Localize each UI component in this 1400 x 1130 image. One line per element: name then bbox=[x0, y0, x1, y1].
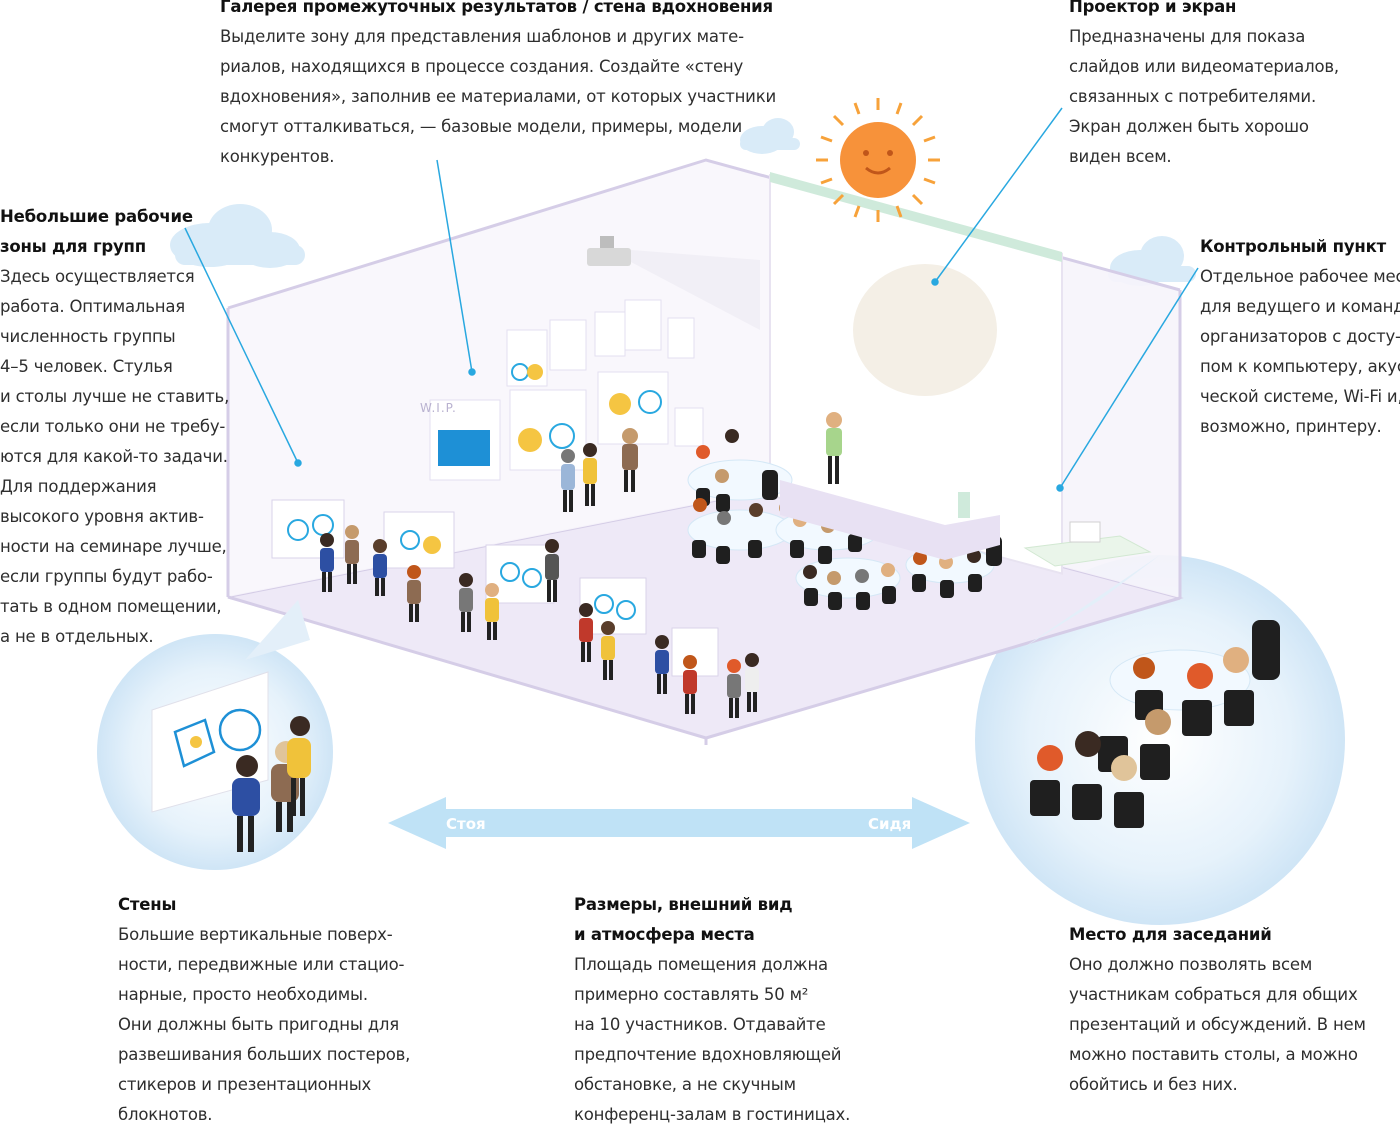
size-text-line: примерно составлять 50 м² bbox=[574, 985, 809, 1004]
groups-text-line: численность группы bbox=[0, 327, 176, 346]
size-text-line: Площадь помещения должна bbox=[574, 955, 828, 974]
standing-label: Стоя bbox=[446, 815, 486, 833]
walls-annotation: Стены Большие вертикальные поверх- ности… bbox=[118, 890, 410, 1130]
walls-text-line: стикеров и презентационных bbox=[118, 1075, 372, 1094]
meeting-text-line: можно поставить столы, а можно bbox=[1069, 1045, 1358, 1064]
projected-light bbox=[853, 264, 997, 396]
leader-lines bbox=[184, 107, 1199, 492]
walls-detail-scene bbox=[151, 671, 311, 852]
groups-text-line: если группы будут рабо- bbox=[0, 567, 213, 586]
walls-text-line: Они должны быть пригодны для bbox=[118, 1015, 399, 1034]
sun-icon bbox=[816, 98, 940, 222]
sitting-label: Сидя bbox=[868, 815, 911, 833]
walls-text-line: Большие вертикальные поверх- bbox=[118, 925, 393, 944]
screen-top-bar bbox=[770, 172, 1062, 262]
size-text-line: предпочтение вдохновляющей bbox=[574, 1045, 842, 1064]
meeting-title: Место для заседаний bbox=[1069, 925, 1272, 944]
control-text-line: Отдельное рабочее место bbox=[1200, 267, 1400, 286]
projector-title: Проектор и экран bbox=[1069, 0, 1237, 16]
projector-text-line: Предназначены для показа bbox=[1069, 27, 1306, 46]
cloud-icon bbox=[170, 204, 305, 268]
control-desk bbox=[958, 492, 1152, 567]
meeting-annotation: Место для заседаний Оно должно позволять… bbox=[1069, 920, 1366, 1100]
control-title: Контрольный пункт bbox=[1200, 237, 1386, 256]
size-text-line: на 10 участников. Отдавайте bbox=[574, 1015, 826, 1034]
size-annotation: Размеры, внешний вид и атмосфера места П… bbox=[574, 890, 850, 1130]
standing-sitting-arrow[interactable]: Стоя Сидя bbox=[388, 797, 970, 849]
groups-text-line: а не в отдельных. bbox=[0, 627, 154, 646]
groups-text-line: и столы лучше не ставить, bbox=[0, 387, 230, 406]
wall-posters: W.I.P. bbox=[420, 299, 704, 481]
wip-label: W.I.P. bbox=[420, 401, 457, 415]
groups-text-line: работа. Оптимальная bbox=[0, 297, 186, 316]
projector-text-line: связанных с потребителями. bbox=[1069, 87, 1317, 106]
projector-icon bbox=[587, 236, 760, 330]
groups-text-line: ности на семинаре лучше, bbox=[0, 537, 227, 556]
control-annotation: Контрольный пункт Отдельное рабочее мест… bbox=[1200, 232, 1400, 442]
projector-annotation: Проектор и экран Предназначены для показ… bbox=[1069, 0, 1339, 172]
groups-text-line: Для поддержания bbox=[0, 477, 157, 496]
walls-text-line: блокнотов. bbox=[118, 1105, 213, 1124]
size-title-line: и атмосфера места bbox=[574, 925, 755, 944]
projector-text-line: Экран должен быть хорошо bbox=[1069, 117, 1309, 136]
meeting-text-line: Оно должно позволять всем bbox=[1069, 955, 1313, 974]
gallery-text-line: Выделите зону для представления шаблонов… bbox=[220, 27, 744, 46]
gallery-text-line: смогут отталкиваться, — базовые модели, … bbox=[220, 117, 743, 136]
control-text-line: пом к компьютеру, акусти- bbox=[1200, 357, 1400, 376]
groups-title-line: зоны для групп bbox=[0, 237, 146, 256]
groups-text-line: высокого уровня актив- bbox=[0, 507, 204, 526]
meeting-text-line: презентаций и обсуждений. В нем bbox=[1069, 1015, 1366, 1034]
control-text-line: ческой системе, Wi-Fi и, bbox=[1200, 387, 1400, 406]
meeting-detail-scene bbox=[1030, 620, 1280, 828]
projector-text-line: слайдов или видеоматериалов, bbox=[1069, 57, 1339, 76]
walls-text-line: нарные, просто необходимы. bbox=[118, 985, 368, 1004]
groups-text-line: 4–5 человек. Стулья bbox=[0, 357, 173, 376]
size-title-line: Размеры, внешний вид bbox=[574, 895, 793, 914]
control-text-line: возможно, принтеру. bbox=[1200, 417, 1382, 436]
groups-annotation: Небольшие рабочие зоны для групп Здесь о… bbox=[0, 202, 229, 652]
walls-title: Стены bbox=[118, 895, 177, 914]
stage-platform bbox=[780, 480, 1000, 560]
gallery-annotation: Галерея промежуточных результатов / стен… bbox=[220, 0, 776, 172]
groups-text-line: Здесь осуществляется bbox=[0, 267, 195, 286]
control-text-line: для ведущего и команды bbox=[1200, 297, 1400, 316]
standing-participants bbox=[320, 412, 842, 718]
gallery-text-line: вдохновения», заполнив ее материалами, о… bbox=[220, 87, 776, 106]
gallery-title: Галерея промежуточных результатов / стен… bbox=[220, 0, 773, 16]
groups-text-line: если только они не требу- bbox=[0, 417, 226, 436]
meeting-text-line: обойтись и без них. bbox=[1069, 1075, 1238, 1094]
projector-text-line: виден всем. bbox=[1069, 147, 1172, 166]
control-text-line: организаторов с досту- bbox=[1200, 327, 1400, 346]
gallery-text-line: риалов, находящихся в процессе создания.… bbox=[220, 57, 744, 76]
groups-text-line: ются для какой-то задачи. bbox=[0, 447, 228, 466]
groups-title-line: Небольшие рабочие bbox=[0, 207, 193, 226]
walls-text-line: развешивания больших постеров, bbox=[118, 1045, 411, 1064]
cloud-icon bbox=[740, 118, 800, 154]
walls-text-line: ности, передвижные или стацио- bbox=[118, 955, 405, 974]
meeting-text-line: участникам собраться для общих bbox=[1069, 985, 1358, 1004]
size-text-line: обстановке, а не скучным bbox=[574, 1075, 796, 1094]
groups-text-line: тать в одном помещении, bbox=[0, 597, 222, 616]
size-text-line: конференц-залам в гостиницах. bbox=[574, 1105, 851, 1124]
gallery-text-line: конкурентов. bbox=[220, 147, 335, 166]
